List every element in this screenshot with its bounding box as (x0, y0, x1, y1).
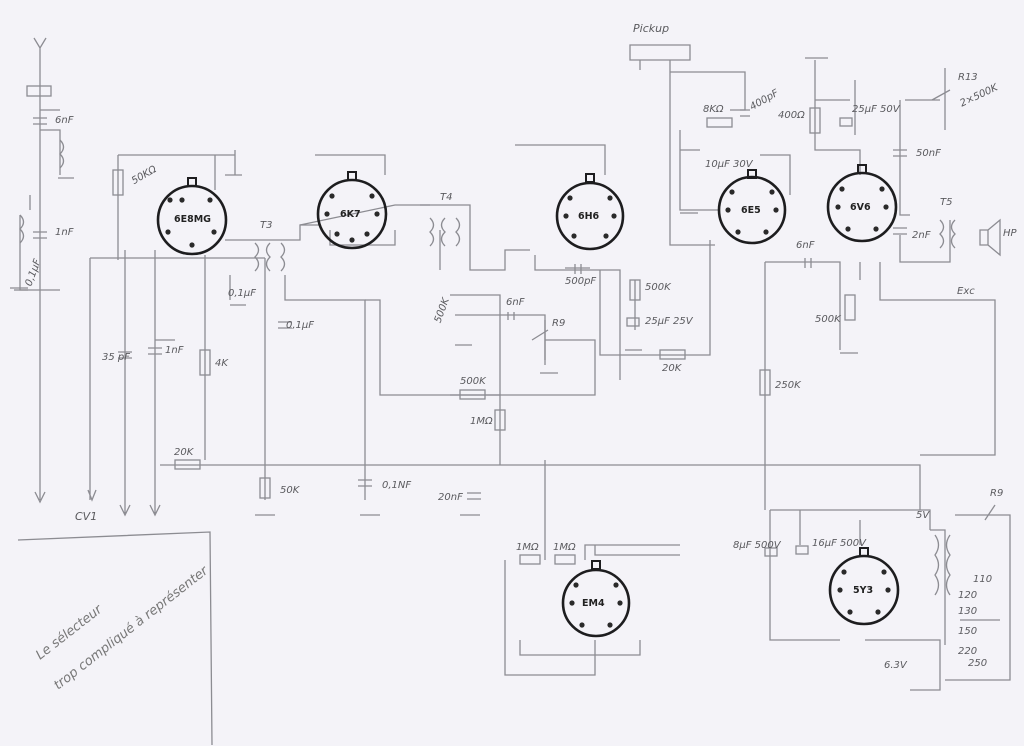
resistor-label: 1MΩ (553, 542, 576, 553)
cap-label: 20nF (438, 492, 463, 503)
note-box: Le sélecteur trop compliqué à représente… (17, 531, 213, 746)
cap-label: 1nF (55, 227, 74, 238)
resistor-label: 1MΩ (516, 542, 539, 553)
transformer-label: T5 (940, 197, 952, 208)
resistor-label: 500K (460, 376, 487, 387)
pot-label: R13 (958, 72, 978, 83)
tap-label: 250 (968, 658, 987, 669)
pot-label: R9 (552, 318, 565, 329)
cap-label: 10µF 30V (705, 159, 754, 170)
resistor-label: 1MΩ (470, 416, 493, 427)
tap-label: 120 (958, 590, 977, 601)
cap-label: 6nF (796, 240, 815, 251)
excitation-label: Exc (957, 286, 975, 297)
resistor-label: 8KΩ (703, 104, 724, 115)
tube-label: 6V6 (850, 202, 871, 213)
tap-label: 150 (958, 626, 977, 637)
resistor-label: 250K (775, 380, 802, 391)
tap-label: 110 (973, 574, 992, 585)
transformer-label: T3 (260, 220, 272, 231)
cap-label: 25µF 25V (645, 316, 694, 327)
cap-label: 35 pF (102, 352, 130, 363)
tube-6e5: 6E5 (717, 169, 787, 245)
cap-label: 500pF (565, 276, 596, 287)
resistor-label: 20K (662, 363, 683, 374)
wiring (10, 37, 1011, 691)
resistor-label: 500K (433, 295, 453, 324)
speaker-label: HP (1003, 228, 1018, 239)
cap-label: 16µF 500V (812, 538, 867, 549)
component-labels: Pickup 6nF 1nF 0,1µF 50KΩ T3 T4 T5 0,1µF… (24, 22, 1018, 671)
resistor-label: 500K (815, 314, 842, 325)
resistor-label: 500K (645, 282, 672, 293)
tube-label: 6E5 (741, 205, 761, 216)
cv1-label: CV1 (75, 510, 97, 523)
cap-label: 1nF (165, 345, 184, 356)
voltage-label: 6.3V (884, 660, 908, 671)
resistor-label: 50KΩ (130, 164, 159, 187)
tap-label: 130 (958, 606, 977, 617)
tap-label: 220 (958, 646, 977, 657)
tube-label: EM4 (582, 598, 605, 609)
transformer-label: T4 (440, 192, 452, 203)
cap-label: 2nF (912, 230, 931, 241)
cap-label: 6nF (506, 297, 525, 308)
cap-label: 6nF (55, 115, 74, 126)
tube-label: 6K7 (340, 209, 361, 220)
tube-6k7: 6K7 (316, 171, 388, 250)
switch-label: R9 (990, 488, 1003, 499)
cap-label: 50nF (916, 148, 941, 159)
tube-6h6: 6H6 (555, 173, 625, 251)
cap-label: 25µF 50V (852, 104, 901, 115)
cap-label: 0,1µF (286, 320, 314, 331)
tube-6v6: 6V6 (826, 164, 898, 243)
tube-label: 5Y3 (853, 585, 873, 596)
resistor-label: 4K (215, 358, 229, 369)
tube-5y3: 5Y3 (828, 547, 900, 626)
resistor-label: 50K (280, 485, 301, 496)
tube-6e8mg: 6E8MG (156, 177, 228, 256)
tube-em4: EM4 (561, 560, 631, 638)
cap-label: 0,1NF (382, 480, 411, 491)
cap-label: 400pF (748, 88, 781, 113)
resistor-label: 400Ω (778, 110, 805, 121)
voltage-label: 5V (916, 510, 930, 521)
tube-label: 6H6 (578, 211, 600, 222)
resistor-label: 20K (174, 447, 195, 458)
pot-label: 2×500K (958, 82, 1001, 110)
components (19, 68, 1001, 596)
cap-label: 8µF 500V (733, 540, 782, 551)
tube-label: 6E8MG (174, 214, 211, 225)
cap-label: 0,1µF (228, 288, 256, 299)
pickup-label: Pickup (633, 22, 669, 35)
